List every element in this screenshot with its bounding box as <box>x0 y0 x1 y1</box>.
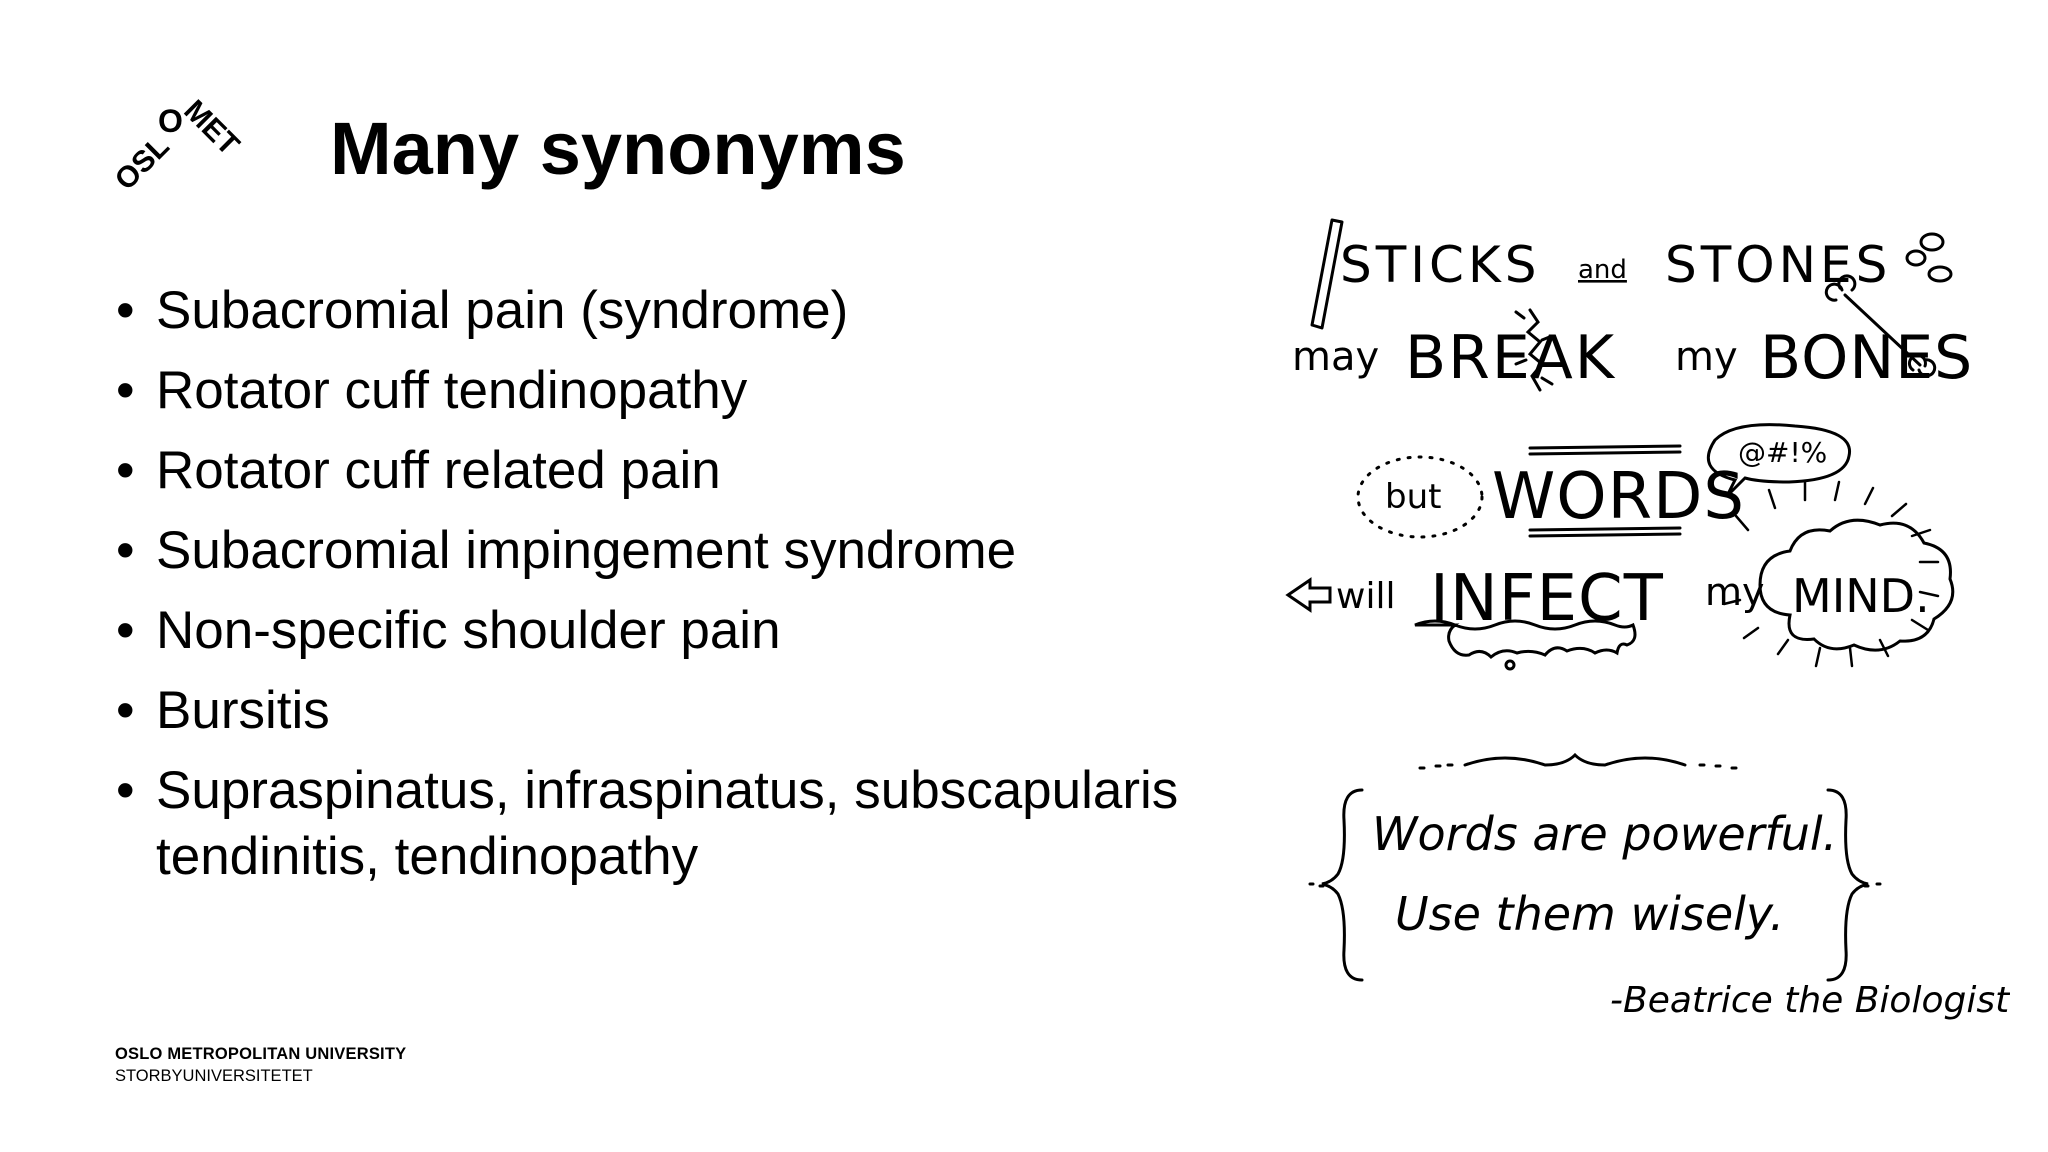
stone-icon <box>1919 232 1945 252</box>
list-item: •Non-specific shoulder pain <box>112 598 1262 664</box>
goo-icon <box>1414 619 1637 660</box>
list-item: •Rotator cuff related pain <box>112 438 1262 504</box>
svg-text:OSL: OSL <box>109 130 176 197</box>
oslomet-logo: OSL MET O <box>108 92 248 202</box>
right-brace-icon <box>1826 788 1869 982</box>
page-title: Many synonyms <box>330 107 906 190</box>
stick-icon <box>1310 218 1344 330</box>
symbols-text: @#!% <box>1738 436 1827 469</box>
may-text: may <box>1292 334 1379 380</box>
will-text: will <box>1336 576 1395 617</box>
university-name: OSLO METROPOLITAN UNIVERSITY <box>115 1045 407 1063</box>
bone-icon <box>1824 274 1937 378</box>
stones-text: STONES <box>1665 236 1891 294</box>
brain-icon <box>1758 518 1955 652</box>
words-text: WORDS <box>1492 460 1745 534</box>
arrow-right-icon <box>1285 577 1332 613</box>
list-item: •Rotator cuff tendinopathy <box>112 358 1262 424</box>
bones-text: BONES <box>1760 323 1973 393</box>
footer: OSLO METROPOLITAN UNIVERSITY STORBYUNIVE… <box>115 1043 406 1087</box>
mind-text: MIND. <box>1792 569 1930 623</box>
list-item: •Bursitis <box>112 678 1262 744</box>
my-text: my <box>1675 334 1738 380</box>
left-brace-icon <box>1321 788 1364 982</box>
bullet-icon: • <box>116 361 135 420</box>
quote-attribution: -Beatrice the Biologist <box>1610 980 2010 1021</box>
my-text: my <box>1705 570 1765 614</box>
but-text: but <box>1385 477 1441 517</box>
stone-icon <box>1927 265 1953 283</box>
svg-text:MET: MET <box>177 94 245 162</box>
list-item: •Supraspinatus, infraspinatus, subscapul… <box>112 758 1262 890</box>
bullet-icon: • <box>116 281 135 340</box>
bullet-icon: • <box>116 681 135 740</box>
infect-text: INFECT <box>1430 562 1664 636</box>
university-name-norwegian: STORBYUNIVERSITETET <box>115 1067 313 1085</box>
quote-illustration: STICKS and STONES may BREAK my BONES but… <box>1280 200 2011 1060</box>
synonym-list: •Subacromial pain (syndrome) •Rotator cu… <box>112 278 1262 904</box>
quote-drawing: STICKS and STONES may BREAK my BONES but… <box>1285 218 2011 1021</box>
list-item: •Subacromial impingement syndrome <box>112 518 1262 584</box>
bullet-icon: • <box>116 521 135 580</box>
and-text: and <box>1578 255 1627 285</box>
dotted-oval-icon <box>1356 455 1484 539</box>
sticks-text: STICKS <box>1340 236 1540 294</box>
bullet-icon: • <box>116 761 135 820</box>
bullet-icon: • <box>116 601 135 660</box>
speech-bubble-icon <box>1706 423 1852 498</box>
crack-icon <box>1514 308 1554 392</box>
svg-text:O: O <box>158 103 183 139</box>
break-text: BREAK <box>1405 323 1616 393</box>
quote-line-1: Words are powerful. <box>1372 807 1837 861</box>
stone-icon <box>1905 249 1927 267</box>
list-item: •Subacromial pain (syndrome) <box>112 278 1262 344</box>
oslomet-logo-mark: OSL MET O <box>109 94 246 197</box>
quote-line-2: Use them wisely. <box>1395 887 1784 941</box>
bullet-icon: • <box>116 441 135 500</box>
